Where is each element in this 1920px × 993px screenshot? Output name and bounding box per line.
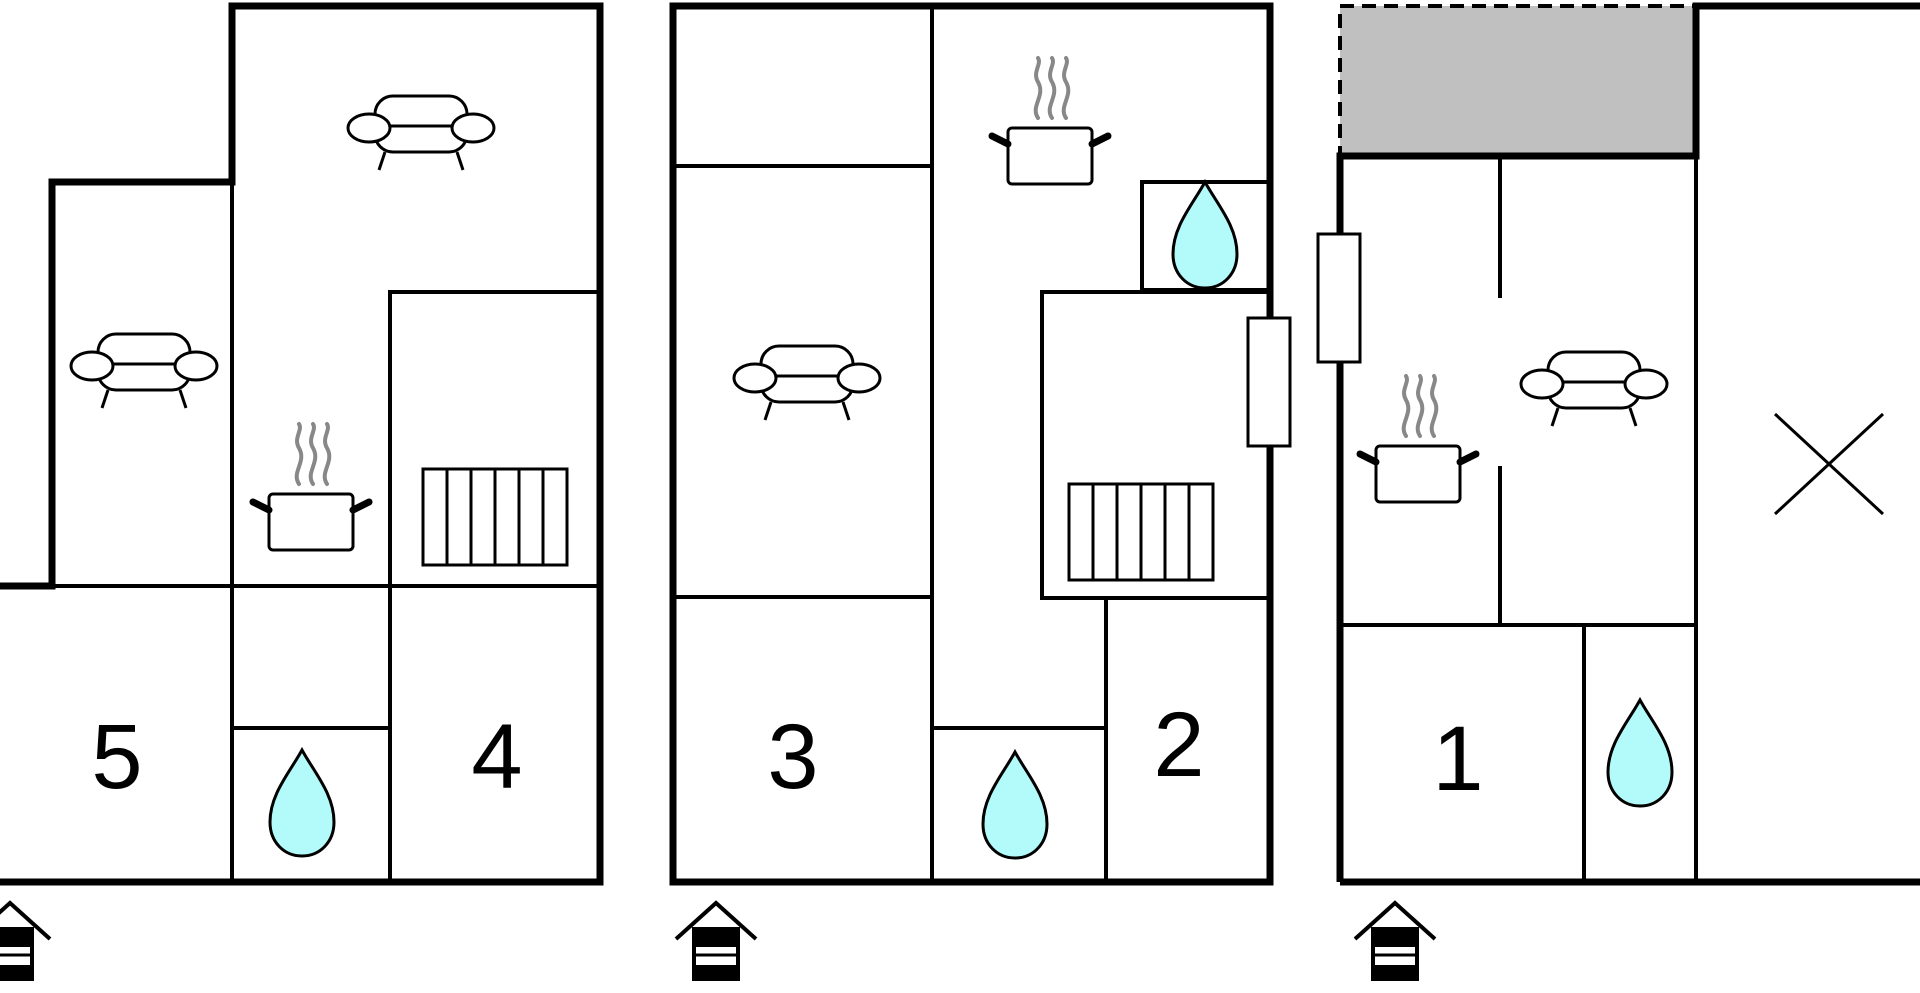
cooking-pot-icon	[1360, 376, 1476, 502]
sofa-icon	[346, 94, 496, 172]
cooking-pot-icon	[253, 424, 369, 550]
entrance-house-icon	[674, 901, 758, 981]
left-building	[0, 2, 604, 886]
window-icon	[1316, 232, 1362, 364]
room-number: 1	[1432, 708, 1483, 810]
right-building	[1316, 2, 1920, 886]
terrace-area	[1338, 4, 1698, 158]
cross-mark-icon	[1773, 412, 1885, 516]
water-drop-icon	[1606, 698, 1674, 808]
window-icon	[1246, 316, 1292, 448]
entrance-house-icon	[1353, 901, 1437, 981]
water-drop-icon	[1171, 180, 1239, 290]
room-number: 5	[91, 706, 142, 808]
radiator-icon	[1067, 482, 1215, 582]
radiator-icon	[421, 467, 569, 567]
cooking-pot-icon	[992, 58, 1108, 184]
room-number: 3	[767, 706, 818, 808]
room-number: 2	[1153, 694, 1204, 796]
room-number: 4	[471, 706, 522, 808]
sofa-icon	[69, 332, 219, 410]
entrance-house-icon	[0, 901, 52, 981]
water-drop-icon	[981, 750, 1049, 860]
sofa-icon	[1519, 350, 1669, 428]
sofa-icon	[732, 344, 882, 422]
water-drop-icon	[268, 748, 336, 858]
